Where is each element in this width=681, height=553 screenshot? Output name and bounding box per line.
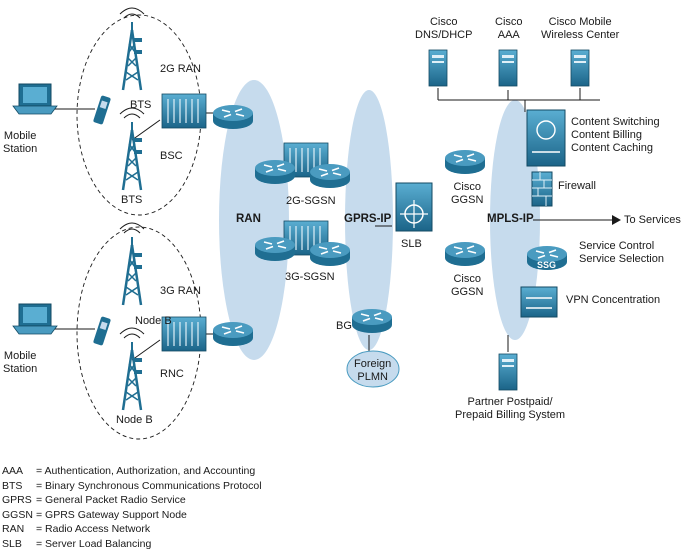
legend-row: RAN = Radio Access Network <box>2 522 262 537</box>
slb-label: SLB <box>401 238 422 250</box>
billing-server-icon <box>498 353 518 391</box>
ggsn-router-icon <box>444 241 486 267</box>
ssg-badge: SSG <box>537 260 557 270</box>
legend-row: GGSN= GPRS Gateway Support Node <box>2 508 262 523</box>
bsc-rack-icon <box>161 93 207 129</box>
3g-sgsn-router-icon <box>254 236 296 262</box>
laptop-icon <box>12 83 58 115</box>
rnc-label: RNC <box>160 368 184 380</box>
2g-sgsn-router-icon <box>254 159 296 185</box>
legend-abbr: BTS <box>2 479 23 492</box>
legend-definition: = GPRS Gateway Support Node <box>36 508 187 521</box>
ran-cloud-label: RAN <box>236 213 261 225</box>
to-services-arrow <box>612 215 621 225</box>
2g-sgsn-router-icon <box>309 163 351 189</box>
firewall-label: Firewall <box>558 180 596 192</box>
to-services-label: To Services <box>624 214 681 226</box>
legend-definition: = Radio Access Network <box>36 523 151 536</box>
phone-icon <box>92 95 112 125</box>
laptop-icon <box>12 303 58 335</box>
ran-router-icon <box>212 104 254 130</box>
bts-tower-icon <box>118 106 146 192</box>
legend: AAA = Authentication, Authorization, and … <box>2 464 262 552</box>
bts-label: BTS <box>130 99 152 111</box>
legend-abbr: AAA <box>2 465 24 477</box>
vpn-concentration-label: VPN Concentration <box>566 294 661 306</box>
node-b-tower-icon <box>118 326 146 412</box>
legend-definition: = Binary Synchronous Communications Prot… <box>36 479 262 492</box>
legend-row: AAA = Authentication, Authorization, and … <box>2 464 262 479</box>
legend-definition: = General Packet Radio Service <box>36 494 186 507</box>
legend-abbr: GGSN <box>2 508 33 521</box>
firewall-icon <box>531 171 553 207</box>
aaa-server-icon <box>498 49 518 87</box>
legend-abbr: GPRS <box>2 494 32 507</box>
legend-abbr: SLB <box>2 537 22 550</box>
node-b-label: Node B <box>135 315 172 327</box>
bsc-label: BSC <box>160 150 183 162</box>
bg-router-icon <box>351 308 393 334</box>
ggsn-router-icon <box>444 149 486 175</box>
vpn-concentrator-icon <box>520 286 558 318</box>
billing-system-label: Partner Postpaid/Prepaid Billing System <box>455 396 566 421</box>
3g-sgsn-router-icon <box>309 241 351 267</box>
slb-switch-icon <box>395 182 433 232</box>
node-b-label: Node B <box>116 414 153 426</box>
legend-definition: = Server Load Balancing <box>36 537 152 550</box>
2g-ran-label: 2G RAN <box>160 63 201 75</box>
legend-row: BTS = Binary Synchronous Communications P… <box>2 479 262 494</box>
phone-icon <box>92 316 112 346</box>
legend-abbr: RAN <box>2 523 25 536</box>
3g-ran-label: 3G RAN <box>160 285 201 297</box>
3g-sgsn-label: 3G-SGSN <box>285 271 335 283</box>
ran-router-icon <box>212 321 254 347</box>
node-b-tower-icon <box>118 221 146 307</box>
mwc-server-icon <box>570 49 590 87</box>
ran-cloud <box>219 80 289 360</box>
bg-label: BG <box>336 320 352 332</box>
bts-tower-icon <box>118 6 146 92</box>
mpls-ip-cloud-label: MPLS-IP <box>487 213 534 225</box>
legend-definition: = Authentication, Authorization, and Acc… <box>36 465 256 477</box>
legend-row: SLB = Server Load Balancing <box>2 537 262 552</box>
2g-sgsn-label: 2G-SGSN <box>286 195 336 207</box>
gprs-ip-cloud <box>345 90 393 350</box>
content-switch-icon <box>526 109 566 167</box>
dns-dhcp-server-icon <box>428 49 448 87</box>
bts-label: BTS <box>121 194 143 206</box>
legend-row: GPRS = General Packet Radio Service <box>2 493 262 508</box>
foreign-plmn-cloud <box>346 350 400 388</box>
gprs-ip-cloud-label: GPRS-IP <box>344 213 392 225</box>
